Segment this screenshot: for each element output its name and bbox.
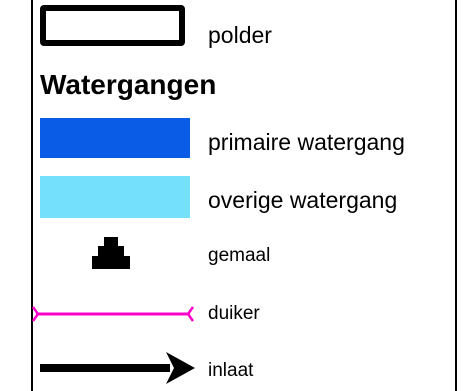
pumping-station-icon [92,237,130,269]
primary-watercourse-swatch [40,118,190,158]
legend-heading: Watergangen [40,69,217,100]
pumping-station-label: gemaal [208,245,271,266]
arrow-right-icon [40,352,195,384]
inlet-label: inlaat [208,360,254,381]
other-watercourse-swatch [40,176,190,218]
culvert-line-icon [31,306,195,322]
primary-watercourse-label: primaire watergang [208,129,405,155]
polder-swatch [40,5,185,46]
polder-label: polder [208,22,272,48]
culvert-label: duiker [208,303,260,324]
other-watercourse-label: overige watergang [208,187,398,213]
